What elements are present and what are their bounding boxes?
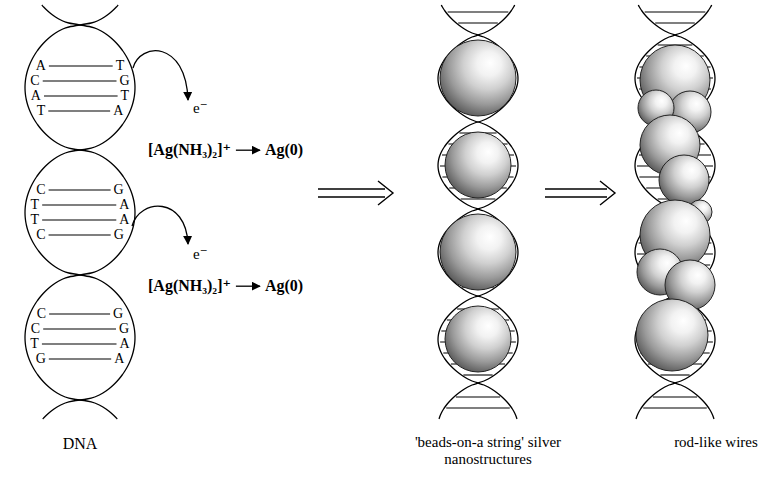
base-pair	[49, 234, 111, 235]
base-letter: T	[116, 58, 125, 74]
reaction-arrow	[236, 150, 260, 151]
dna-caption: DNA	[63, 435, 98, 453]
base-letter: A	[31, 88, 41, 104]
base-pair	[448, 11, 509, 12]
electron-arrow	[133, 51, 188, 100]
base-letter: T	[121, 88, 130, 104]
process-arrow	[545, 181, 615, 205]
base-pair	[463, 374, 492, 375]
silver-beads	[440, 40, 715, 372]
helix-strand	[438, 5, 518, 419]
base-pair	[42, 204, 116, 205]
base-letter: A	[114, 351, 124, 367]
dna-helices	[25, 5, 715, 419]
base-letter: C	[36, 227, 45, 243]
base-letter: A	[120, 336, 130, 352]
base-pair	[653, 396, 697, 397]
base-pair	[660, 374, 689, 375]
reaction-arrows	[236, 150, 260, 286]
base-letter: C	[37, 306, 46, 322]
base-letter: T	[31, 197, 40, 213]
stage-caption: 'beads-on-a string' silver nanostructure…	[413, 434, 563, 469]
reaction-arrow	[236, 286, 260, 287]
silver-bead	[440, 40, 516, 116]
helix-strand	[635, 5, 715, 419]
base-letter: T	[30, 336, 39, 352]
base-pair	[43, 328, 116, 329]
silver-bead	[636, 299, 708, 371]
helix-strand	[438, 5, 518, 419]
base-pair	[48, 110, 110, 111]
helix-strand	[25, 5, 135, 419]
silver-bead	[659, 155, 709, 205]
base-pair	[446, 407, 510, 408]
base-pair	[43, 80, 117, 81]
base-letter: A	[119, 212, 129, 228]
base-pair	[42, 343, 117, 344]
base-letter: T	[37, 103, 46, 119]
base-letter: G	[113, 306, 123, 322]
electron-label: e⁻	[193, 100, 208, 117]
electron-label: e⁻	[193, 246, 208, 263]
base-letter: T	[31, 212, 40, 228]
base-pair	[44, 95, 118, 96]
helix-strand	[25, 5, 135, 419]
silver-atom: Ag(0)	[265, 277, 303, 295]
base-letter: C	[30, 73, 39, 89]
process-arrow	[318, 181, 393, 205]
silver-bead	[445, 306, 511, 372]
base-pair	[456, 396, 500, 397]
silver-complex: [Ag(NH₃)₂]⁺	[148, 277, 231, 295]
base-letter: A	[119, 197, 129, 213]
silver-bead	[440, 214, 516, 290]
base-pair	[458, 22, 498, 23]
base-pair	[49, 189, 111, 190]
base-letter: A	[113, 103, 123, 119]
base-letter: G	[119, 321, 129, 337]
base-letter: G	[36, 351, 46, 367]
base-pair	[461, 198, 496, 199]
base-pair	[49, 65, 113, 66]
base-pairs	[42, 12, 713, 408]
base-letter: G	[114, 227, 124, 243]
base-letter: G	[120, 73, 130, 89]
silver-atom: Ag(0)	[265, 141, 303, 159]
helix-strand	[635, 5, 715, 419]
base-pair	[49, 313, 110, 314]
base-letter: A	[36, 58, 46, 74]
base-letter: C	[36, 182, 45, 198]
base-pair	[49, 358, 111, 359]
base-pair	[645, 11, 706, 12]
base-letter: G	[114, 182, 124, 198]
base-pair	[643, 407, 707, 408]
electron-arrow	[132, 206, 188, 244]
silver-bead	[445, 132, 511, 198]
base-pair	[42, 219, 116, 220]
stage-caption: rod-like wires	[674, 434, 758, 451]
base-pair	[655, 22, 695, 23]
base-letter: C	[31, 321, 40, 337]
silver-complex: [Ag(NH₃)₂]⁺	[148, 141, 231, 159]
